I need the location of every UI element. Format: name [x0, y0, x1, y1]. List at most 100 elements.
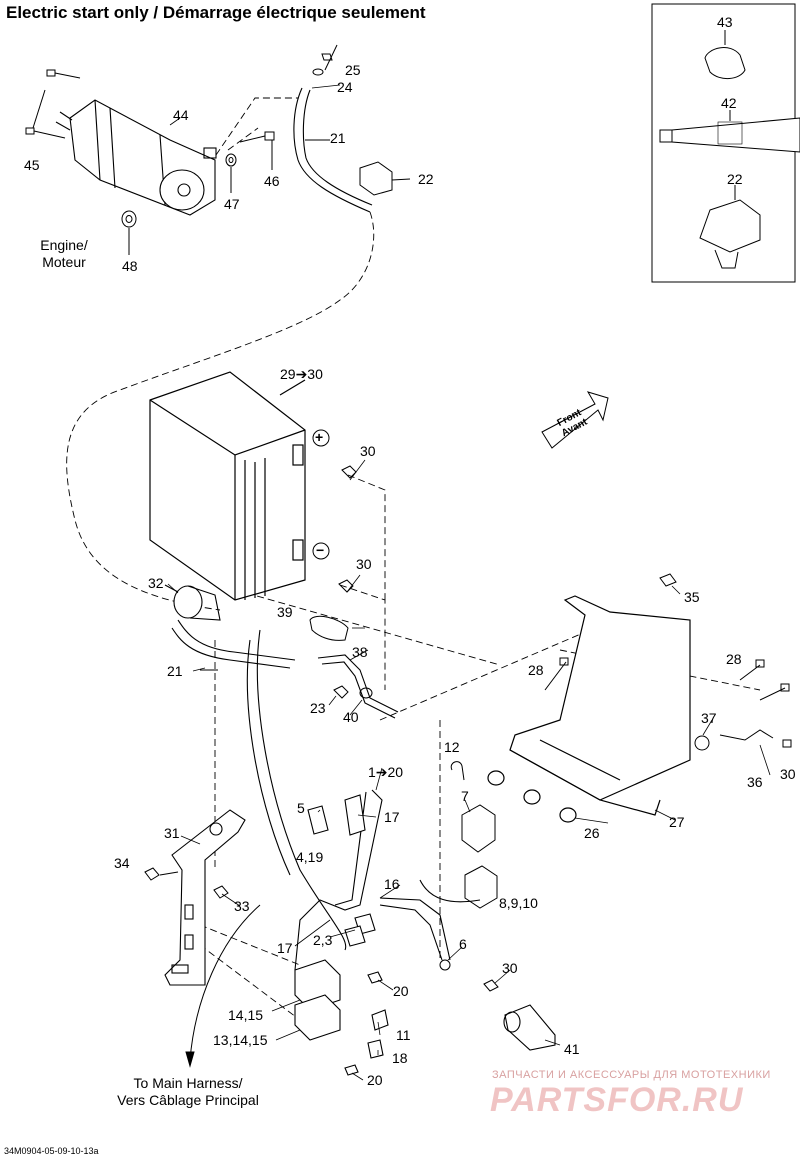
- callout-12: 12: [444, 739, 460, 755]
- callout-22-inset: 22: [727, 171, 743, 187]
- connector-8-9-10: [464, 865, 498, 909]
- clip-22: [359, 161, 411, 196]
- negative-terminal-mark: −: [316, 542, 325, 558]
- relay-7: [450, 761, 496, 853]
- grommet-6: [439, 959, 451, 971]
- engine-caption: Engine/ Moteur: [32, 237, 96, 271]
- callout-22-top: 22: [418, 171, 434, 187]
- callout-13-14-15: 13,14,15: [213, 1032, 268, 1048]
- callout-33: 33: [234, 898, 250, 914]
- callout-31: 31: [164, 825, 180, 841]
- engine-caption-line-2: Moteur: [42, 254, 86, 270]
- to-main-harness-caption: To Main Harness/ Vers Câblage Principal: [90, 1075, 286, 1109]
- callout-47: 47: [224, 196, 240, 212]
- callout-28-b: 28: [726, 651, 742, 667]
- callout-44: 44: [173, 107, 189, 123]
- callout-28-a: 28: [528, 662, 544, 678]
- solenoid-32: [164, 584, 221, 621]
- callout-30-c: 30: [780, 766, 796, 782]
- starter-motor-44: [55, 99, 217, 216]
- callout-40: 40: [343, 709, 359, 725]
- to-main-harness-line-1: To Main Harness/: [133, 1075, 243, 1091]
- washer-47: [225, 153, 237, 193]
- bolts-45: [25, 69, 81, 139]
- callout-18: 18: [392, 1050, 408, 1066]
- callout-39: 39: [277, 604, 293, 620]
- bolts-28-35: [544, 573, 790, 701]
- callout-38: 38: [352, 644, 368, 660]
- front-arrow: [541, 391, 609, 449]
- callout-34: 34: [114, 855, 130, 871]
- routing-lines: [66, 97, 761, 1021]
- to-main-harness-line-2: Vers Câblage Principal: [117, 1092, 259, 1108]
- screw-34-33: [144, 867, 229, 899]
- callout-21-top: 21: [330, 130, 346, 146]
- engine-caption-line-1: Engine/: [40, 237, 88, 253]
- nuts-30: [338, 465, 357, 593]
- to-main-harness-arrow: [185, 904, 261, 1068]
- callout-30-a: 30: [360, 443, 376, 459]
- callout-35: 35: [684, 589, 700, 605]
- washer-48: [121, 210, 137, 255]
- nuts-23-40: [333, 685, 373, 699]
- boot-39: [309, 615, 349, 641]
- battery-29: [149, 371, 306, 601]
- callout-48: 48: [122, 258, 138, 274]
- watermark-logo: PARTSFOR.RU: [490, 1081, 744, 1119]
- callout-45: 45: [24, 157, 40, 173]
- nut-24-25: [312, 44, 338, 76]
- nut-30-lower: [483, 979, 499, 992]
- callout-26: 26: [584, 825, 600, 841]
- tube-42: [659, 110, 800, 153]
- ground-cable-36: [694, 729, 792, 751]
- wiring-harness-17: [246, 629, 481, 971]
- callout-32: 32: [148, 575, 164, 591]
- positive-terminal-mark: +: [315, 429, 324, 445]
- cable-21-lower: [171, 619, 296, 671]
- bracket-31: [164, 809, 246, 986]
- callout-25: 25: [345, 62, 361, 78]
- socket-41: [503, 1004, 556, 1051]
- callout-24: 24: [337, 79, 353, 95]
- bolt-46: [239, 131, 275, 170]
- callout-36: 36: [747, 774, 763, 790]
- callout-37: 37: [701, 710, 717, 726]
- callout-7: 7: [461, 788, 469, 804]
- page-title: Electric start only / Démarrage électriq…: [6, 3, 426, 22]
- callout-46: 46: [264, 173, 280, 189]
- callout-30-d: 30: [502, 960, 518, 976]
- callout-1-20: 1➔20: [368, 764, 404, 780]
- callout-27: 27: [669, 814, 685, 830]
- diagram-code: 34M0904-05-09-10-13a: [4, 1146, 99, 1156]
- callout-29-30: 29➔30: [280, 366, 323, 382]
- callout-16: 16: [384, 876, 400, 892]
- callout-30-b: 30: [356, 556, 372, 572]
- callout-21-lower: 21: [167, 663, 183, 679]
- callout-17-b: 17: [277, 940, 293, 956]
- starter-cable-21: [293, 87, 373, 213]
- battery-tray-27: [487, 595, 691, 823]
- callout-5: 5: [297, 800, 305, 816]
- callout-14-15: 14,15: [228, 1007, 264, 1023]
- cable-38: [317, 654, 399, 719]
- callout-20-a: 20: [393, 983, 409, 999]
- callout-17-a: 17: [384, 809, 400, 825]
- clip-22-inset: [699, 185, 761, 269]
- callout-11: 11: [396, 1027, 411, 1043]
- callout-8-9-10: 8,9,10: [499, 895, 538, 911]
- clamp-43: [704, 30, 746, 79]
- fuse-block-13-14-15: [294, 959, 389, 1076]
- leader-lines: [167, 84, 771, 1081]
- callout-43: 43: [717, 14, 733, 30]
- callout-2-3: 2,3: [313, 932, 333, 948]
- polarity-marks: [312, 429, 330, 560]
- callout-4-19: 4,19: [296, 849, 324, 865]
- callout-20-b: 20: [367, 1072, 383, 1088]
- callout-41: 41: [564, 1041, 580, 1057]
- watermark-tagline: ЗАПЧАСТИ И АКСЕССУАРЫ ДЛЯ МОТОТЕХНИКИ: [492, 1069, 771, 1081]
- callout-6: 6: [459, 936, 467, 952]
- callout-23: 23: [310, 700, 326, 716]
- callout-42: 42: [721, 95, 737, 111]
